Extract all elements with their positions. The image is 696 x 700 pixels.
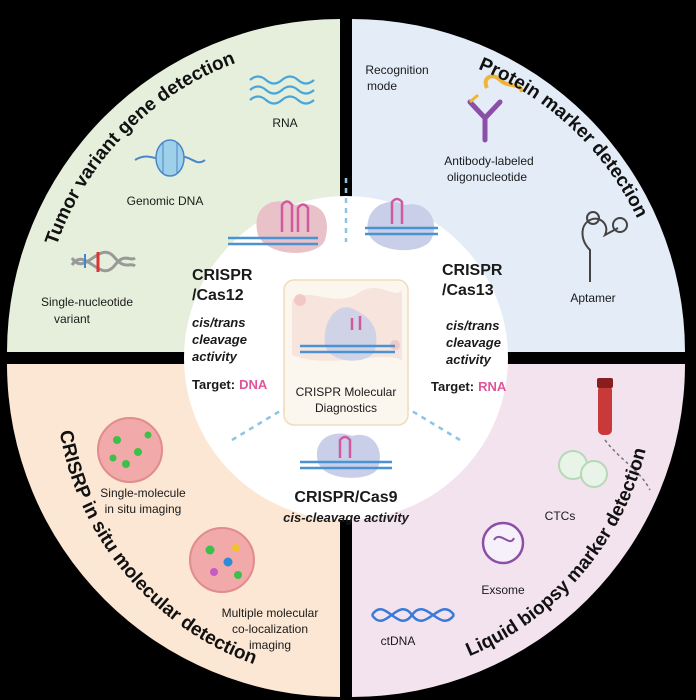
cas13-activity-line1: cis/trans [446,318,499,333]
ctdna-label: ctDNA [381,634,416,648]
rna-icon [249,75,315,105]
cas9-activity: cis-cleavage activity [283,510,410,525]
ctc-cells-icon [558,450,608,488]
cas12-target-value: DNA [239,377,268,392]
exsome-label: Exsome [481,583,525,597]
multiple-molecular-label-line2: co-localization [232,622,308,636]
cas12-name-line2: /Cas12 [192,287,244,304]
center-title-line1: CRISPR Molecular [296,385,397,399]
cas13-target: Target: RNA [431,379,507,394]
cas12-target: Target: DNA [192,377,268,392]
single-molecule-imaging-icon [97,417,163,483]
cas13-name-line2: /Cas13 [442,282,494,299]
recognition-mode-line2: mode [367,79,397,93]
cas13-target-label: Target: [431,379,474,394]
cas12-activity-line3: activity [192,349,238,364]
aptamer-icon [581,211,628,282]
multiple-molecular-label-line3: imaging [249,638,291,652]
genomic-dna-label: Genomic DNA [127,194,204,208]
rna-label: RNA [272,116,297,130]
snv-label-line1: Single-nucleotide [41,295,133,309]
antibody-label-line2: oligonucleotide [447,170,527,184]
single-molecule-label-line1: Single-molecule [100,486,186,500]
genomic-dna-icon [134,139,206,177]
cas12-name-line1: CRISPR [192,267,253,284]
cas13-name-line1: CRISPR [442,262,503,279]
cas13-activity-line3: activity [446,352,492,367]
aptamer-label: Aptamer [570,291,615,305]
cas12-enzyme-illustration [228,200,327,253]
snv-dna-icon [70,250,136,273]
cas13-target-value: RNA [478,379,507,394]
antibody-oligo-icon [467,74,524,143]
ctcs-label: CTCs [545,509,576,523]
recognition-mode-line1: Recognition [365,63,428,77]
cas13-enzyme-illustration [365,197,438,251]
cas13-activity-line2: cleavage [446,335,501,350]
exosome-icon [481,521,525,565]
center-box [283,279,409,426]
cas9-enzyme-illustration [300,433,392,478]
center-title-line2: Diagnostics [315,401,377,415]
colocalization-imaging-icon [189,527,255,593]
blood-tube-icon [597,378,651,491]
cas12-target-label: Target: [192,377,235,392]
antibody-label-line1: Antibody-labeled [444,154,533,168]
cas12-activity-line1: cis/trans [192,315,245,330]
cas12-activity-line2: cleavage [192,332,247,347]
snv-label-line2: variant [54,312,91,326]
ctdna-helix-icon [370,608,456,622]
dashed-separators [231,178,461,442]
multiple-molecular-label-line1: Multiple molecular [222,606,319,620]
single-molecule-label-line2: in situ imaging [105,502,182,516]
cas9-name: CRISPR/Cas9 [294,489,397,506]
